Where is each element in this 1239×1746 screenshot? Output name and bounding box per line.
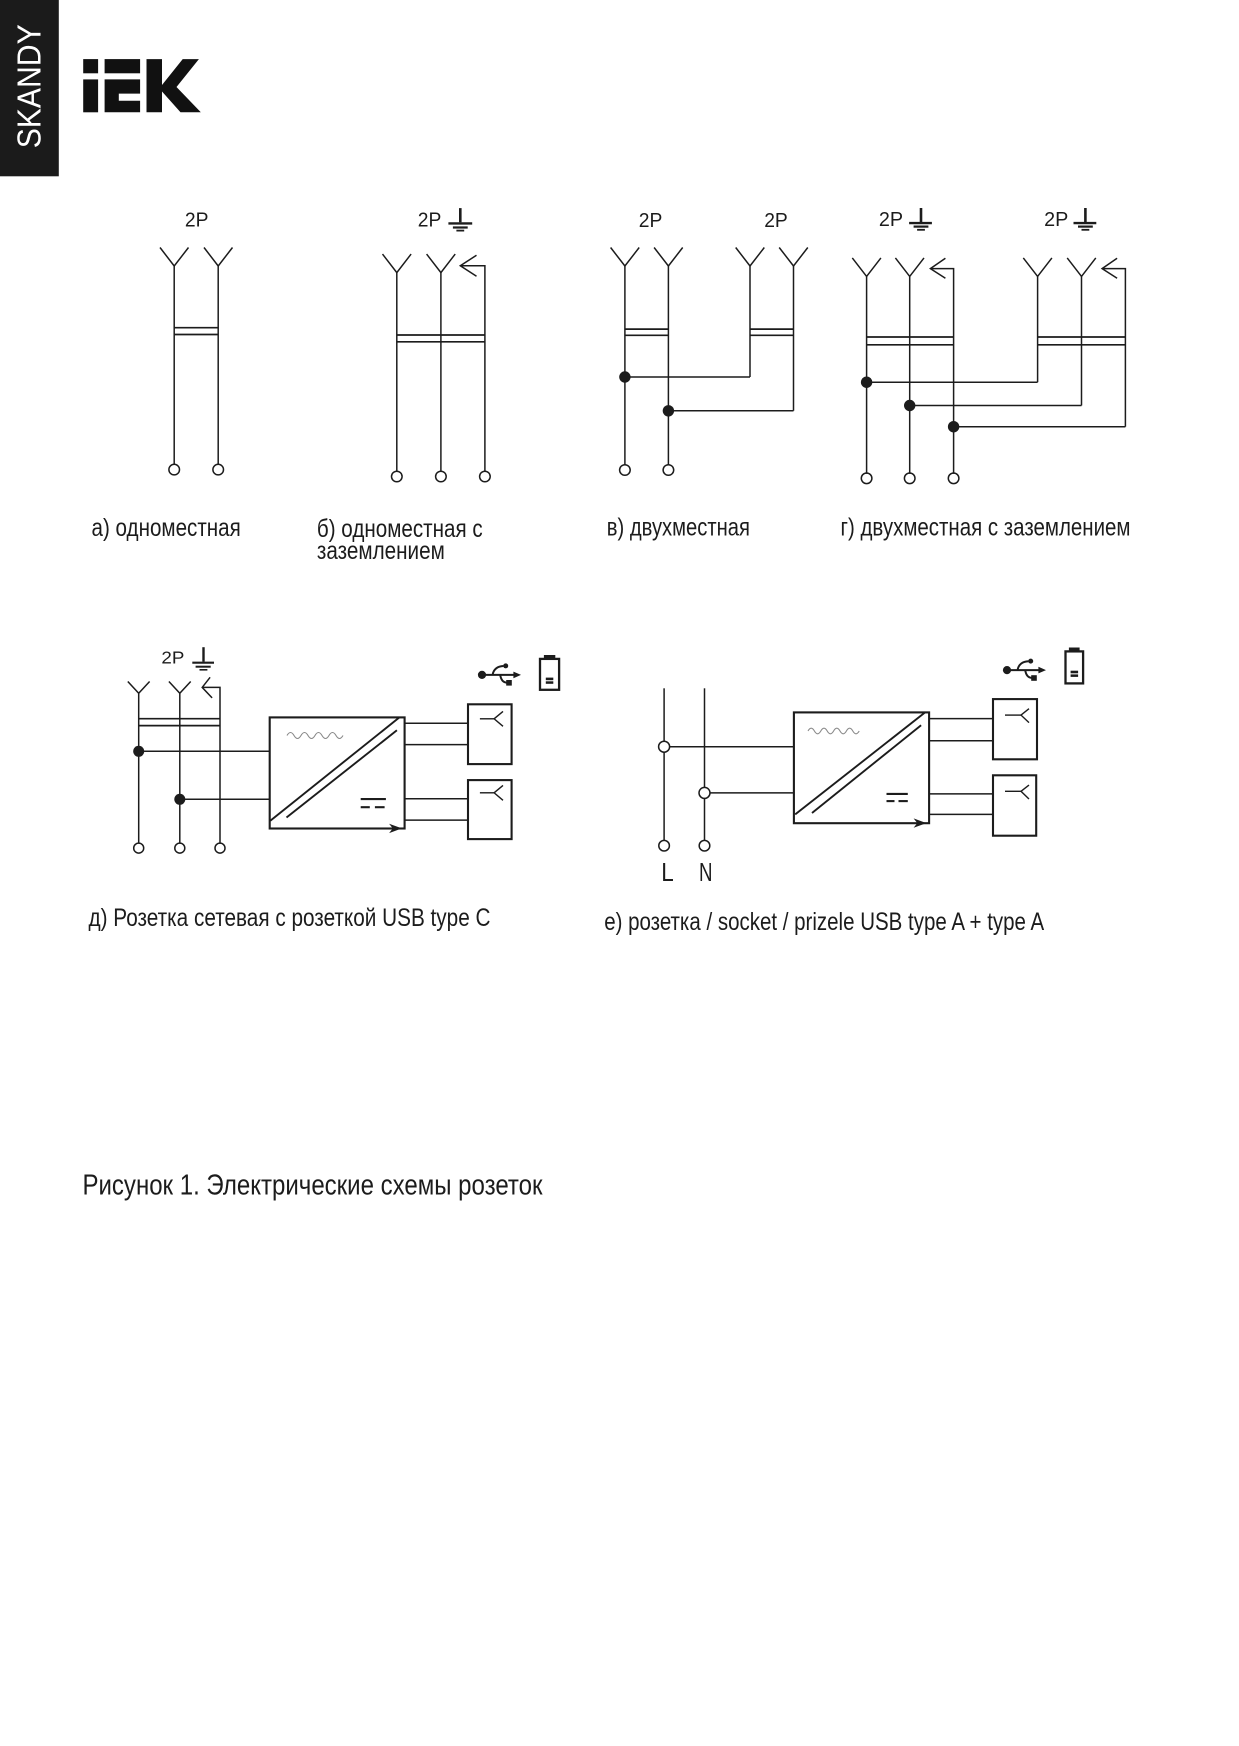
svg-text:SKANDY: SKANDY <box>12 24 49 148</box>
svg-text:2P: 2P <box>1044 209 1068 231</box>
svg-text:L: L <box>661 857 674 887</box>
svg-text:2P: 2P <box>879 209 903 231</box>
svg-text:2P: 2P <box>418 210 442 232</box>
svg-text:е) розетка / socket / prizele: е) розетка / socket / prizele USB type A… <box>604 908 1044 936</box>
svg-text:Рисунок 1. Электрические схемы: Рисунок 1. Электрические схемы розеток <box>83 1170 543 1202</box>
svg-text:в) двухместная: в) двухместная <box>607 513 750 541</box>
svg-text:2P: 2P <box>161 648 184 668</box>
svg-text:а) одноместная: а) одноместная <box>92 514 241 542</box>
svg-text:заземлением: заземлением <box>317 537 445 565</box>
svg-text:г) двухместная с заземлением: г) двухместная с заземлением <box>841 513 1131 541</box>
svg-text:2P: 2P <box>185 210 209 232</box>
svg-text:N: N <box>699 857 713 887</box>
svg-text:2P: 2P <box>764 210 788 232</box>
svg-text:б) одноместная с: б) одноместная с <box>317 515 483 543</box>
svg-text:д) Розетка сетевая с розеткой: д) Розетка сетевая с розеткой USB type C <box>89 904 491 932</box>
svg-text:2P: 2P <box>639 210 663 232</box>
